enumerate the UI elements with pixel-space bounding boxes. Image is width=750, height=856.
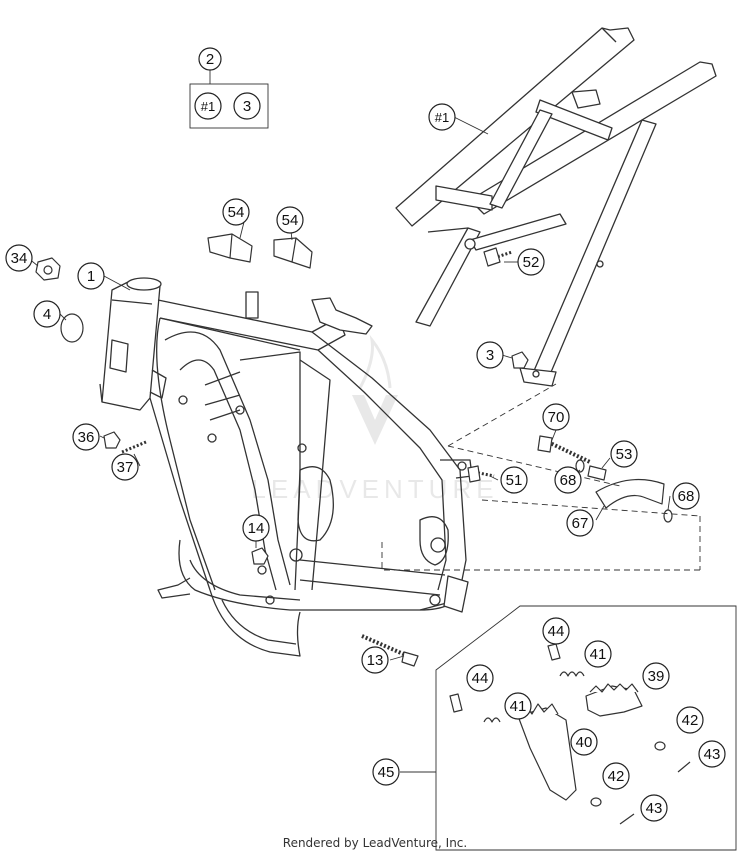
svg-text:51: 51 bbox=[506, 472, 523, 489]
callout-44-lower: 44 bbox=[466, 664, 494, 692]
callout-34: 34 bbox=[5, 244, 33, 272]
callout-4: 4 bbox=[33, 300, 61, 328]
svg-text:53: 53 bbox=[616, 446, 633, 463]
callout-52: 52 bbox=[517, 248, 545, 276]
small-parts bbox=[35, 233, 691, 825]
callout-43-upper: 43 bbox=[698, 740, 726, 768]
callout-42-lower: 42 bbox=[602, 762, 630, 790]
svg-text:4: 4 bbox=[43, 306, 51, 323]
svg-text:42: 42 bbox=[608, 768, 625, 785]
svg-text:#1: #1 bbox=[201, 99, 215, 114]
svg-text:44: 44 bbox=[472, 670, 489, 687]
callout-1-rear-frame: #1 bbox=[428, 103, 456, 131]
leadventure-watermark: LEADVENTURE bbox=[251, 334, 498, 504]
svg-text:#1: #1 bbox=[435, 110, 449, 125]
svg-text:3: 3 bbox=[486, 347, 494, 364]
callout-54-left: 54 bbox=[222, 198, 250, 226]
callout-43-lower: 43 bbox=[640, 794, 668, 822]
svg-text:68: 68 bbox=[560, 472, 577, 489]
svg-text:34: 34 bbox=[11, 250, 28, 267]
callout-67: 67 bbox=[566, 509, 594, 537]
rear-subframe bbox=[395, 27, 717, 387]
callout-2: 2 bbox=[198, 47, 222, 71]
svg-text:43: 43 bbox=[704, 746, 721, 763]
svg-text:36: 36 bbox=[78, 429, 95, 446]
svg-text:52: 52 bbox=[523, 254, 540, 271]
callout-1: 1 bbox=[77, 262, 105, 290]
svg-text:14: 14 bbox=[248, 520, 265, 537]
svg-text:70: 70 bbox=[548, 409, 565, 426]
callout-41-upper: 41 bbox=[584, 640, 612, 668]
svg-text:1: 1 bbox=[87, 268, 95, 285]
footer-credit: Rendered by LeadVenture, Inc. bbox=[282, 836, 468, 850]
callout-3-sub: 3 bbox=[233, 92, 261, 120]
callout-45: 45 bbox=[372, 758, 400, 786]
callout-53: 53 bbox=[610, 440, 638, 468]
callout-36: 36 bbox=[72, 423, 100, 451]
svg-text:2: 2 bbox=[206, 51, 214, 68]
callout-39: 39 bbox=[642, 662, 670, 690]
callout-13: 13 bbox=[361, 646, 389, 674]
svg-text:42: 42 bbox=[682, 712, 699, 729]
svg-text:43: 43 bbox=[646, 800, 663, 817]
svg-text:3: 3 bbox=[243, 98, 251, 115]
callout-68-left: 68 bbox=[554, 466, 582, 494]
main-frame bbox=[99, 277, 473, 657]
callout-1-sub: #1 bbox=[194, 92, 222, 120]
svg-text:45: 45 bbox=[378, 764, 395, 781]
svg-text:37: 37 bbox=[117, 459, 134, 476]
callout-41-lower: 41 bbox=[504, 692, 532, 720]
svg-text:40: 40 bbox=[576, 734, 593, 751]
svg-text:44: 44 bbox=[548, 623, 565, 640]
callout-51: 51 bbox=[500, 466, 528, 494]
svg-text:41: 41 bbox=[510, 698, 527, 715]
svg-text:39: 39 bbox=[648, 668, 665, 685]
svg-text:13: 13 bbox=[367, 652, 384, 669]
svg-text:41: 41 bbox=[590, 646, 607, 663]
svg-text:67: 67 bbox=[572, 515, 589, 532]
callout-44-upper: 44 bbox=[542, 617, 570, 645]
svg-text:54: 54 bbox=[228, 204, 245, 221]
callout-54-right: 54 bbox=[276, 206, 304, 234]
callout-3: 3 bbox=[476, 341, 504, 369]
callout-14: 14 bbox=[242, 514, 270, 542]
callout-42-upper: 42 bbox=[676, 706, 704, 734]
callout-37: 37 bbox=[111, 453, 139, 481]
callout-40: 40 bbox=[570, 728, 598, 756]
callout-70: 70 bbox=[542, 403, 570, 431]
watermark-text: LEADVENTURE bbox=[251, 474, 498, 504]
callout-68-right: 68 bbox=[672, 482, 700, 510]
svg-text:68: 68 bbox=[678, 488, 695, 505]
leader-lines bbox=[27, 70, 737, 851]
svg-text:54: 54 bbox=[282, 212, 299, 229]
